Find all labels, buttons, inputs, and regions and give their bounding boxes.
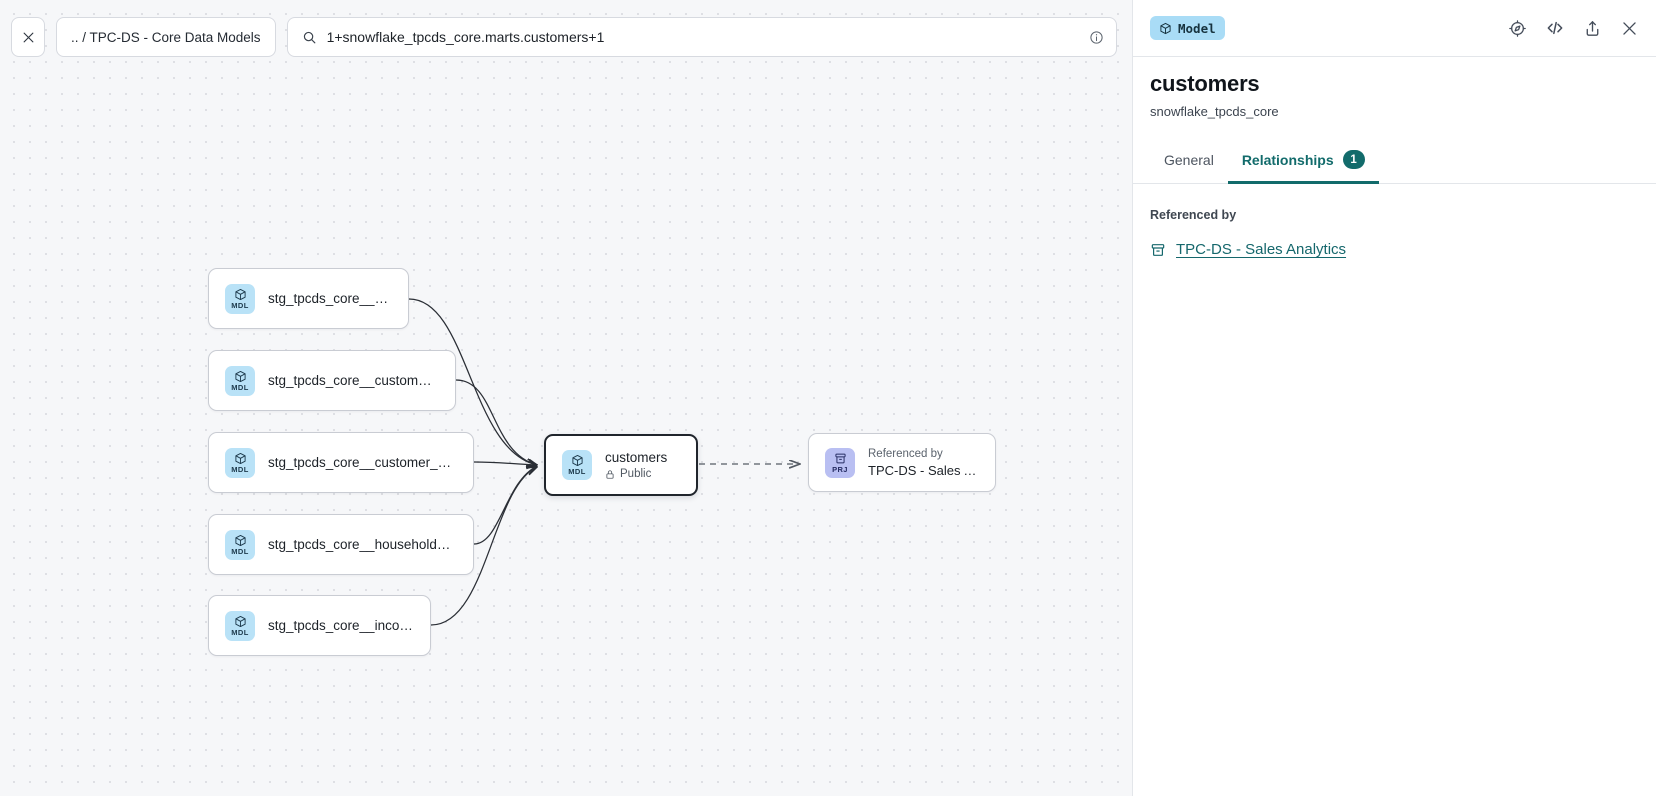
lineage-node[interactable]: MDL stg_tpcds_core__customer_demogra… xyxy=(208,432,474,493)
explore-icon[interactable] xyxy=(1508,19,1527,38)
panel-tabs: General Relationships 1 xyxy=(1133,150,1656,184)
node-text: stg_tpcds_core__customer xyxy=(268,291,392,306)
chip-tag: MDL xyxy=(231,546,249,556)
tab-label: General xyxy=(1164,151,1214,168)
chip-tag: MDL xyxy=(231,382,249,392)
model-chip: MDL xyxy=(225,447,255,478)
code-icon[interactable] xyxy=(1545,18,1565,38)
cube-icon xyxy=(1159,22,1172,35)
node-label: stg_tpcds_core__customer_address xyxy=(268,373,439,388)
lineage-node-downstream[interactable]: PRJ Referenced by TPC-DS - Sales Analyti… xyxy=(808,433,996,492)
node-overline: Referenced by xyxy=(868,447,943,460)
lock-icon xyxy=(605,469,615,480)
node-label: customers xyxy=(605,450,668,465)
breadcrumb[interactable]: .. / TPC-DS - Core Data Models xyxy=(56,17,276,57)
node-text: stg_tpcds_core__customer_demogra… xyxy=(268,455,457,470)
project-icon xyxy=(834,452,847,465)
chip-tag: MDL xyxy=(568,467,586,477)
chip-tag: PRJ xyxy=(832,464,848,474)
cube-icon xyxy=(234,288,247,301)
lineage-node[interactable]: MDL stg_tpcds_core__income_band xyxy=(208,595,431,656)
lineage-node[interactable]: MDL stg_tpcds_core__customer_address xyxy=(208,350,456,411)
chip-tag: MDL xyxy=(231,464,249,474)
project-chip: PRJ xyxy=(825,447,855,478)
node-label: stg_tpcds_core__household_demogr… xyxy=(268,537,457,552)
node-text: Referenced by TPC-DS - Sales Analytics xyxy=(868,448,979,478)
lineage-canvas[interactable]: MDL stg_tpcds_core__customer MDL stg_tpc… xyxy=(0,0,1132,796)
node-access-label: Public xyxy=(620,468,652,480)
model-chip: MDL xyxy=(225,365,255,396)
details-panel: Model customers snowflake_tpcds_co xyxy=(1132,0,1656,796)
close-lineage-button[interactable] xyxy=(11,17,45,57)
cube-icon xyxy=(234,615,247,628)
panel-actions xyxy=(1508,18,1639,38)
project-icon xyxy=(1150,242,1166,258)
model-chip: MDL xyxy=(225,610,255,641)
panel-toolbar: Model xyxy=(1133,0,1656,56)
page-title: customers xyxy=(1150,71,1260,96)
chip-tag: MDL xyxy=(231,627,249,637)
tab-badge: 1 xyxy=(1342,150,1365,169)
node-text: stg_tpcds_core__household_demogr… xyxy=(268,537,457,552)
list-item[interactable]: TPC-DS - Sales Analytics xyxy=(1150,241,1639,258)
panel-header: customers snowflake_tpcds_core xyxy=(1133,57,1656,119)
status-badge: Model xyxy=(1150,16,1225,40)
tab-general[interactable]: General xyxy=(1150,150,1228,184)
close-icon[interactable] xyxy=(1620,19,1639,38)
close-icon xyxy=(21,30,36,45)
panel-body: Referenced by TPC-DS - Sales Analytics xyxy=(1133,184,1656,258)
model-chip: MDL xyxy=(225,283,255,314)
node-label: stg_tpcds_core__income_band xyxy=(268,618,414,633)
node-text: stg_tpcds_core__customer_address xyxy=(268,373,439,388)
chip-tag: MDL xyxy=(231,300,249,310)
node-label: stg_tpcds_core__customer xyxy=(268,291,392,306)
search-icon xyxy=(302,30,317,45)
cube-icon xyxy=(234,534,247,547)
panel-divider xyxy=(1133,56,1656,57)
model-chip: MDL xyxy=(562,450,592,480)
tab-relationships[interactable]: Relationships 1 xyxy=(1227,150,1379,184)
page-subtitle: snowflake_tpcds_core xyxy=(1150,104,1279,119)
status-badge-label: Model xyxy=(1178,20,1216,36)
node-text: customers Public xyxy=(605,450,667,480)
node-label: TPC-DS - Sales Analytics xyxy=(868,462,979,478)
info-icon[interactable] xyxy=(1089,30,1104,45)
search-input[interactable]: 1+snowflake_tpcds_core.marts.customers+1 xyxy=(286,17,1117,57)
share-icon[interactable] xyxy=(1583,19,1602,38)
cube-icon xyxy=(571,454,584,467)
cube-icon xyxy=(234,452,247,465)
cube-icon xyxy=(234,370,247,383)
tab-label: Relationships xyxy=(1241,151,1334,168)
node-label: stg_tpcds_core__customer_demogra… xyxy=(268,455,457,470)
lineage-edges xyxy=(408,298,1132,626)
lineage-node[interactable]: MDL stg_tpcds_core__household_demogr… xyxy=(208,514,474,575)
model-chip: MDL xyxy=(225,529,255,560)
canvas-toolbar: .. / TPC-DS - Core Data Models 1+snowfla… xyxy=(11,17,1132,57)
node-access: Public xyxy=(605,468,667,480)
node-text: stg_tpcds_core__income_band xyxy=(268,618,414,633)
section-label: Referenced by xyxy=(1150,208,1237,222)
referenced-by-link[interactable]: TPC-DS - Sales Analytics xyxy=(1176,241,1347,258)
search-value: 1+snowflake_tpcds_core.marts.customers+1 xyxy=(326,29,605,45)
lineage-node-focused[interactable]: MDL customers Public xyxy=(544,434,698,496)
lineage-node[interactable]: MDL stg_tpcds_core__customer xyxy=(208,268,409,329)
